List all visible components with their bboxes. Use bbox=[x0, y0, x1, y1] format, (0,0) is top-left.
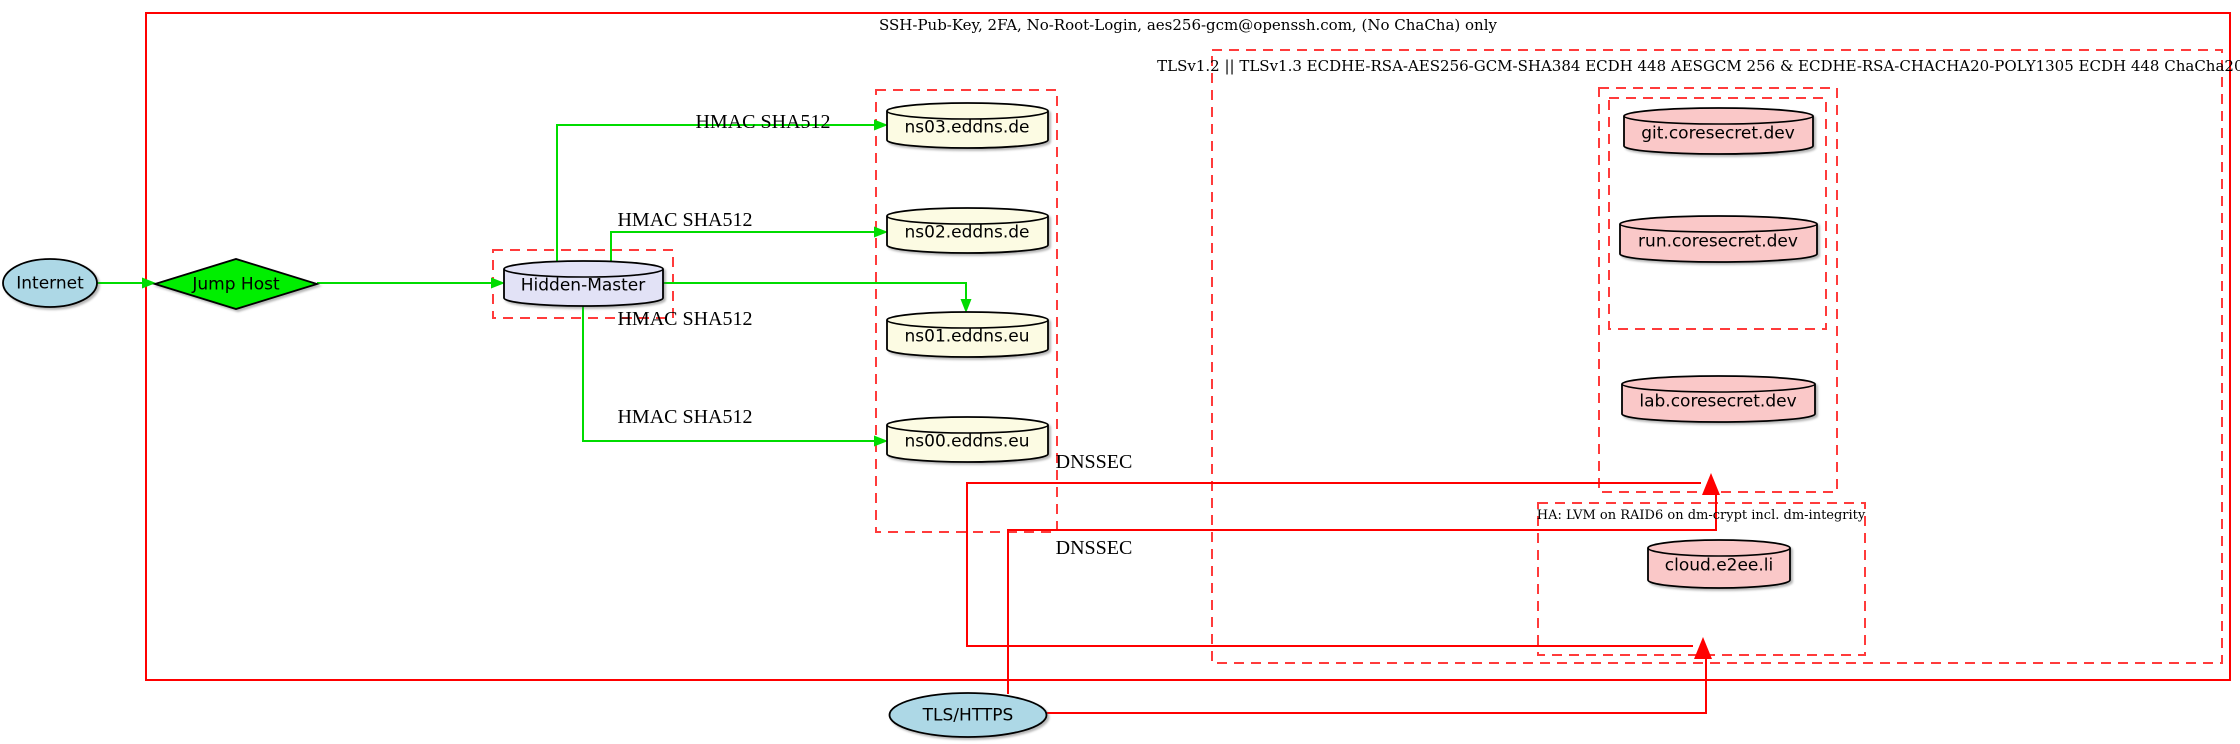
edge-label-dnssec-1: DNSSEC bbox=[1055, 451, 1133, 473]
edge-label-hmac-ns00: HMAC SHA512 bbox=[617, 406, 753, 428]
tls-https-node bbox=[888, 692, 1048, 738]
ns02-node-lens bbox=[886, 215, 1049, 225]
tls-https-node-label: TLS/HTTPS bbox=[922, 705, 1014, 726]
cloud-node bbox=[1647, 539, 1791, 589]
arrowhead-hiddenmaster bbox=[491, 277, 505, 289]
ns03-node-label: ns03.eddns.de bbox=[904, 117, 1030, 138]
ssh-cluster-box bbox=[145, 12, 2231, 681]
lab-node-label: lab.coresecret.dev bbox=[1639, 391, 1797, 412]
ns00-node-lens bbox=[886, 424, 1049, 434]
coresecret-outer-cluster-box bbox=[1598, 87, 1838, 493]
arrowhead-coresecret bbox=[1702, 473, 1720, 495]
hidden-master-node-label: Hidden-Master bbox=[520, 275, 646, 296]
ns03-node-lens bbox=[886, 110, 1049, 120]
edge-hiddenmaster-ns02 bbox=[610, 231, 874, 265]
ns02-node-label: ns02.eddns.de bbox=[904, 222, 1030, 243]
run-node-label: run.coresecret.dev bbox=[1638, 231, 1798, 252]
edge-label-dnssec-2: DNSSEC bbox=[1055, 537, 1133, 559]
ns01-node-lens bbox=[886, 319, 1049, 329]
arrowhead-jumphost bbox=[142, 277, 156, 289]
internet-node bbox=[2, 258, 98, 308]
arrowhead-ns03 bbox=[874, 119, 888, 131]
tls-cluster-label: TLSv1.2 || TLSv1.3 ECDHE-RSA-AES256-GCM-… bbox=[1157, 56, 2240, 75]
cloud-node-label: cloud.e2ee.li bbox=[1664, 555, 1774, 576]
hidden-master-node bbox=[503, 260, 664, 307]
arrowhead-ns02 bbox=[874, 226, 888, 238]
ns01-node-label: ns01.eddns.eu bbox=[904, 326, 1030, 347]
ns00-node-label: ns00.eddns.eu bbox=[904, 431, 1030, 452]
arrowhead-ns00 bbox=[874, 435, 888, 447]
internet-node-label: Internet bbox=[16, 273, 84, 294]
arrowhead-ns01 bbox=[960, 299, 972, 313]
jump-host-node-label: Jump Host bbox=[192, 274, 280, 295]
lab-node-lens bbox=[1621, 383, 1816, 393]
cloud-node-lens bbox=[1647, 547, 1791, 557]
edge-label-hmac-ns03: HMAC SHA512 bbox=[695, 111, 831, 133]
edge-label-hmac-ns01: HMAC SHA512 bbox=[617, 308, 753, 330]
lab-node bbox=[1621, 375, 1816, 423]
git-node-lens bbox=[1623, 115, 1814, 125]
eddns-cluster-box bbox=[875, 89, 1058, 533]
git-node bbox=[1623, 107, 1814, 155]
ha-cluster-label: HA: LVM on RAID6 on dm-crypt incl. dm-in… bbox=[1536, 507, 1866, 523]
edge-hiddenmaster-ns01 bbox=[663, 282, 967, 299]
edge-tlshttps-coresecret bbox=[1007, 495, 1717, 694]
ns01-node bbox=[886, 311, 1049, 358]
jump-host-node bbox=[151, 258, 321, 310]
edge-hiddenmaster-ns00 bbox=[582, 300, 874, 442]
ns02-node bbox=[886, 207, 1049, 254]
run-node bbox=[1619, 215, 1818, 263]
edge-eddns-dnssec bbox=[966, 482, 1701, 647]
run-node-lens bbox=[1619, 223, 1818, 233]
git-node-label: git.coresecret.dev bbox=[1641, 123, 1795, 144]
edge-label-hmac-ns02: HMAC SHA512 bbox=[617, 209, 753, 231]
hidden-master-node-lens bbox=[503, 268, 664, 278]
edge-hiddenmaster-ns03 bbox=[556, 124, 874, 265]
ns00-node bbox=[886, 416, 1049, 463]
edge-tlshttps-ha bbox=[1047, 658, 1707, 714]
arrowhead-ha bbox=[1694, 637, 1712, 659]
coresecret-inner-cluster-box bbox=[1608, 97, 1827, 330]
ns03-node bbox=[886, 102, 1049, 149]
tls-cluster-box bbox=[1211, 49, 2223, 664]
ssh-cluster-label: SSH-Pub-Key, 2FA, No-Root-Login, aes256-… bbox=[879, 15, 1497, 34]
